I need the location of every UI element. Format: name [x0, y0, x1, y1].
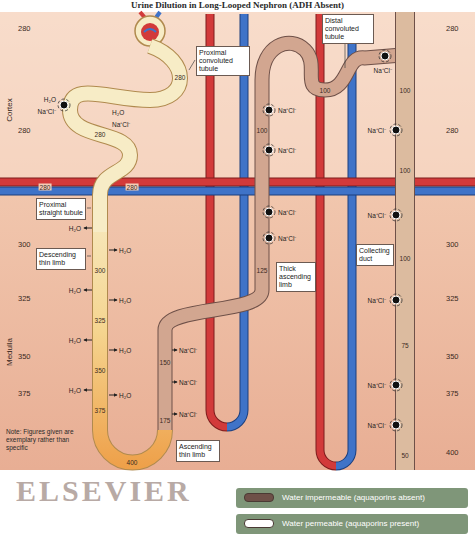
transport-label: Na⁺Cl⁻ [38, 107, 56, 116]
part-name: Ascending thin limb [179, 443, 217, 459]
osmolality-value: 325 [95, 317, 106, 324]
transport-label: H₂O [69, 387, 81, 394]
transport-label: Na⁺Cl⁻ [278, 208, 296, 217]
osmolality-value: 280 [39, 184, 52, 191]
osmolality-value: 350 [446, 352, 459, 361]
part-name: Distal convoluted tubule [325, 17, 371, 41]
transport-label: H₂O [69, 337, 81, 344]
transporter-symbols [58, 50, 402, 431]
legend-text: Water impermeable (aquaporins absent) [282, 493, 425, 503]
watermark: ELSEVIER [16, 474, 192, 508]
transport-label: H₂O [119, 392, 131, 399]
osmolality-value: 350 [95, 367, 106, 374]
part-name: Proximal straight tubule [39, 201, 83, 217]
transport-label: Na⁺Cl⁻ [179, 410, 197, 419]
diagram-title: Urine Dilution in Long-Looped Nephron (A… [0, 1, 475, 11]
osmolality-value: 125 [257, 267, 268, 274]
transport-label: H₂O [119, 247, 131, 254]
region-label: Cortex [5, 98, 14, 122]
part-label-box: Thick ascending limb [276, 262, 316, 292]
part-name: Descending thin limb [39, 251, 83, 267]
osmolality-value: 280 [18, 126, 31, 135]
osmolality-value: 280 [175, 74, 186, 81]
note-text: Note: Figures given are exemplary rather… [6, 428, 90, 452]
region-label: Medulla [5, 338, 14, 366]
transport-label: H₂O [69, 225, 81, 232]
osmolality-value: 100 [320, 87, 331, 94]
osmolality-value: 300 [18, 240, 31, 249]
part-label-box: Descending thin limb [36, 248, 86, 270]
osmolality-value: 100 [400, 167, 411, 174]
osmolality-value: 175 [160, 417, 171, 424]
osmolality-value: 375 [95, 407, 106, 414]
transport-label: Na⁺Cl⁻ [278, 234, 296, 243]
transport-label: Na⁺Cl⁻ [368, 296, 386, 305]
part-label-box: Ascending thin limb [176, 440, 220, 462]
transport-label: H₂O [119, 347, 131, 354]
transport-label: Na⁺Cl⁻ [179, 378, 197, 387]
transport-label: H₂O [119, 297, 131, 304]
part-label-box: Proximal straight tubule [36, 198, 86, 220]
osmolality-value: 100 [400, 87, 411, 94]
osmolality-value: 325 [446, 294, 459, 303]
legend-row: Water impermeable (aquaporins absent) [236, 488, 468, 508]
osmolality-value: 300 [95, 267, 106, 274]
proximal-tubule [70, 46, 180, 232]
part-label-box: Collecting duct [356, 244, 394, 266]
transport-label: Na⁺Cl⁻ [374, 66, 392, 75]
osmolality-value: 280 [18, 24, 31, 33]
transport-label: Na⁺Cl⁻ [368, 126, 386, 135]
osmolality-value: 280 [126, 184, 139, 191]
leader-lines [87, 44, 345, 256]
osmolality-value: 325 [18, 294, 31, 303]
part-name: Collecting duct [359, 247, 391, 263]
transport-label: Na⁺Cl⁻ [112, 120, 130, 129]
osmolality-value: 280 [446, 126, 459, 135]
osmolality-value: 280 [95, 131, 106, 138]
osmolality-value: 400 [446, 448, 459, 457]
legend-swatch [244, 519, 274, 528]
osmolality-value: 350 [18, 352, 31, 361]
ascending-limb-and-distal-tubule [165, 43, 402, 430]
part-name: Thick ascending limb [279, 265, 313, 289]
transport-label: Na⁺Cl⁻ [278, 106, 296, 115]
osmolality-value: 75 [401, 342, 408, 349]
transport-label: Na⁺Cl⁻ [179, 346, 197, 355]
transport-label: H₂O [44, 96, 56, 103]
transport-label: H₂O [112, 109, 124, 116]
part-label-box: Distal convoluted tubule [322, 14, 374, 44]
transport-label: Na⁺Cl⁻ [368, 421, 386, 430]
osmolality-value: 300 [446, 240, 459, 249]
transport-label: Na⁺Cl⁻ [368, 381, 386, 390]
transport-label: Na⁺Cl⁻ [368, 211, 386, 220]
osmolality-value: 375 [446, 389, 459, 398]
osmolality-value: 280 [446, 24, 459, 33]
osmolality-value: 50 [401, 452, 408, 459]
osmolality-value: 150 [160, 359, 171, 366]
osmolality-value: 100 [400, 255, 411, 262]
legend-row: Water permeable (aquaporins present) [236, 514, 468, 534]
legend-swatch [244, 493, 274, 502]
osmolality-value: 400 [127, 459, 138, 466]
part-name: Proximal convoluted tubule [199, 49, 247, 73]
osmolality-value: 100 [257, 127, 268, 134]
transport-label: H₂O [69, 287, 81, 294]
transport-label: Na⁺Cl⁻ [278, 146, 296, 155]
tissue-background [0, 12, 475, 470]
descending-limb [100, 230, 165, 462]
legend-text: Water permeable (aquaporins present) [282, 519, 419, 529]
part-label-box: Proximal convoluted tubule [196, 46, 250, 76]
glomerulus [135, 12, 165, 46]
flux-arrows [84, 228, 177, 414]
collecting-duct [405, 12, 406, 470]
osmolality-value: 375 [18, 389, 31, 398]
